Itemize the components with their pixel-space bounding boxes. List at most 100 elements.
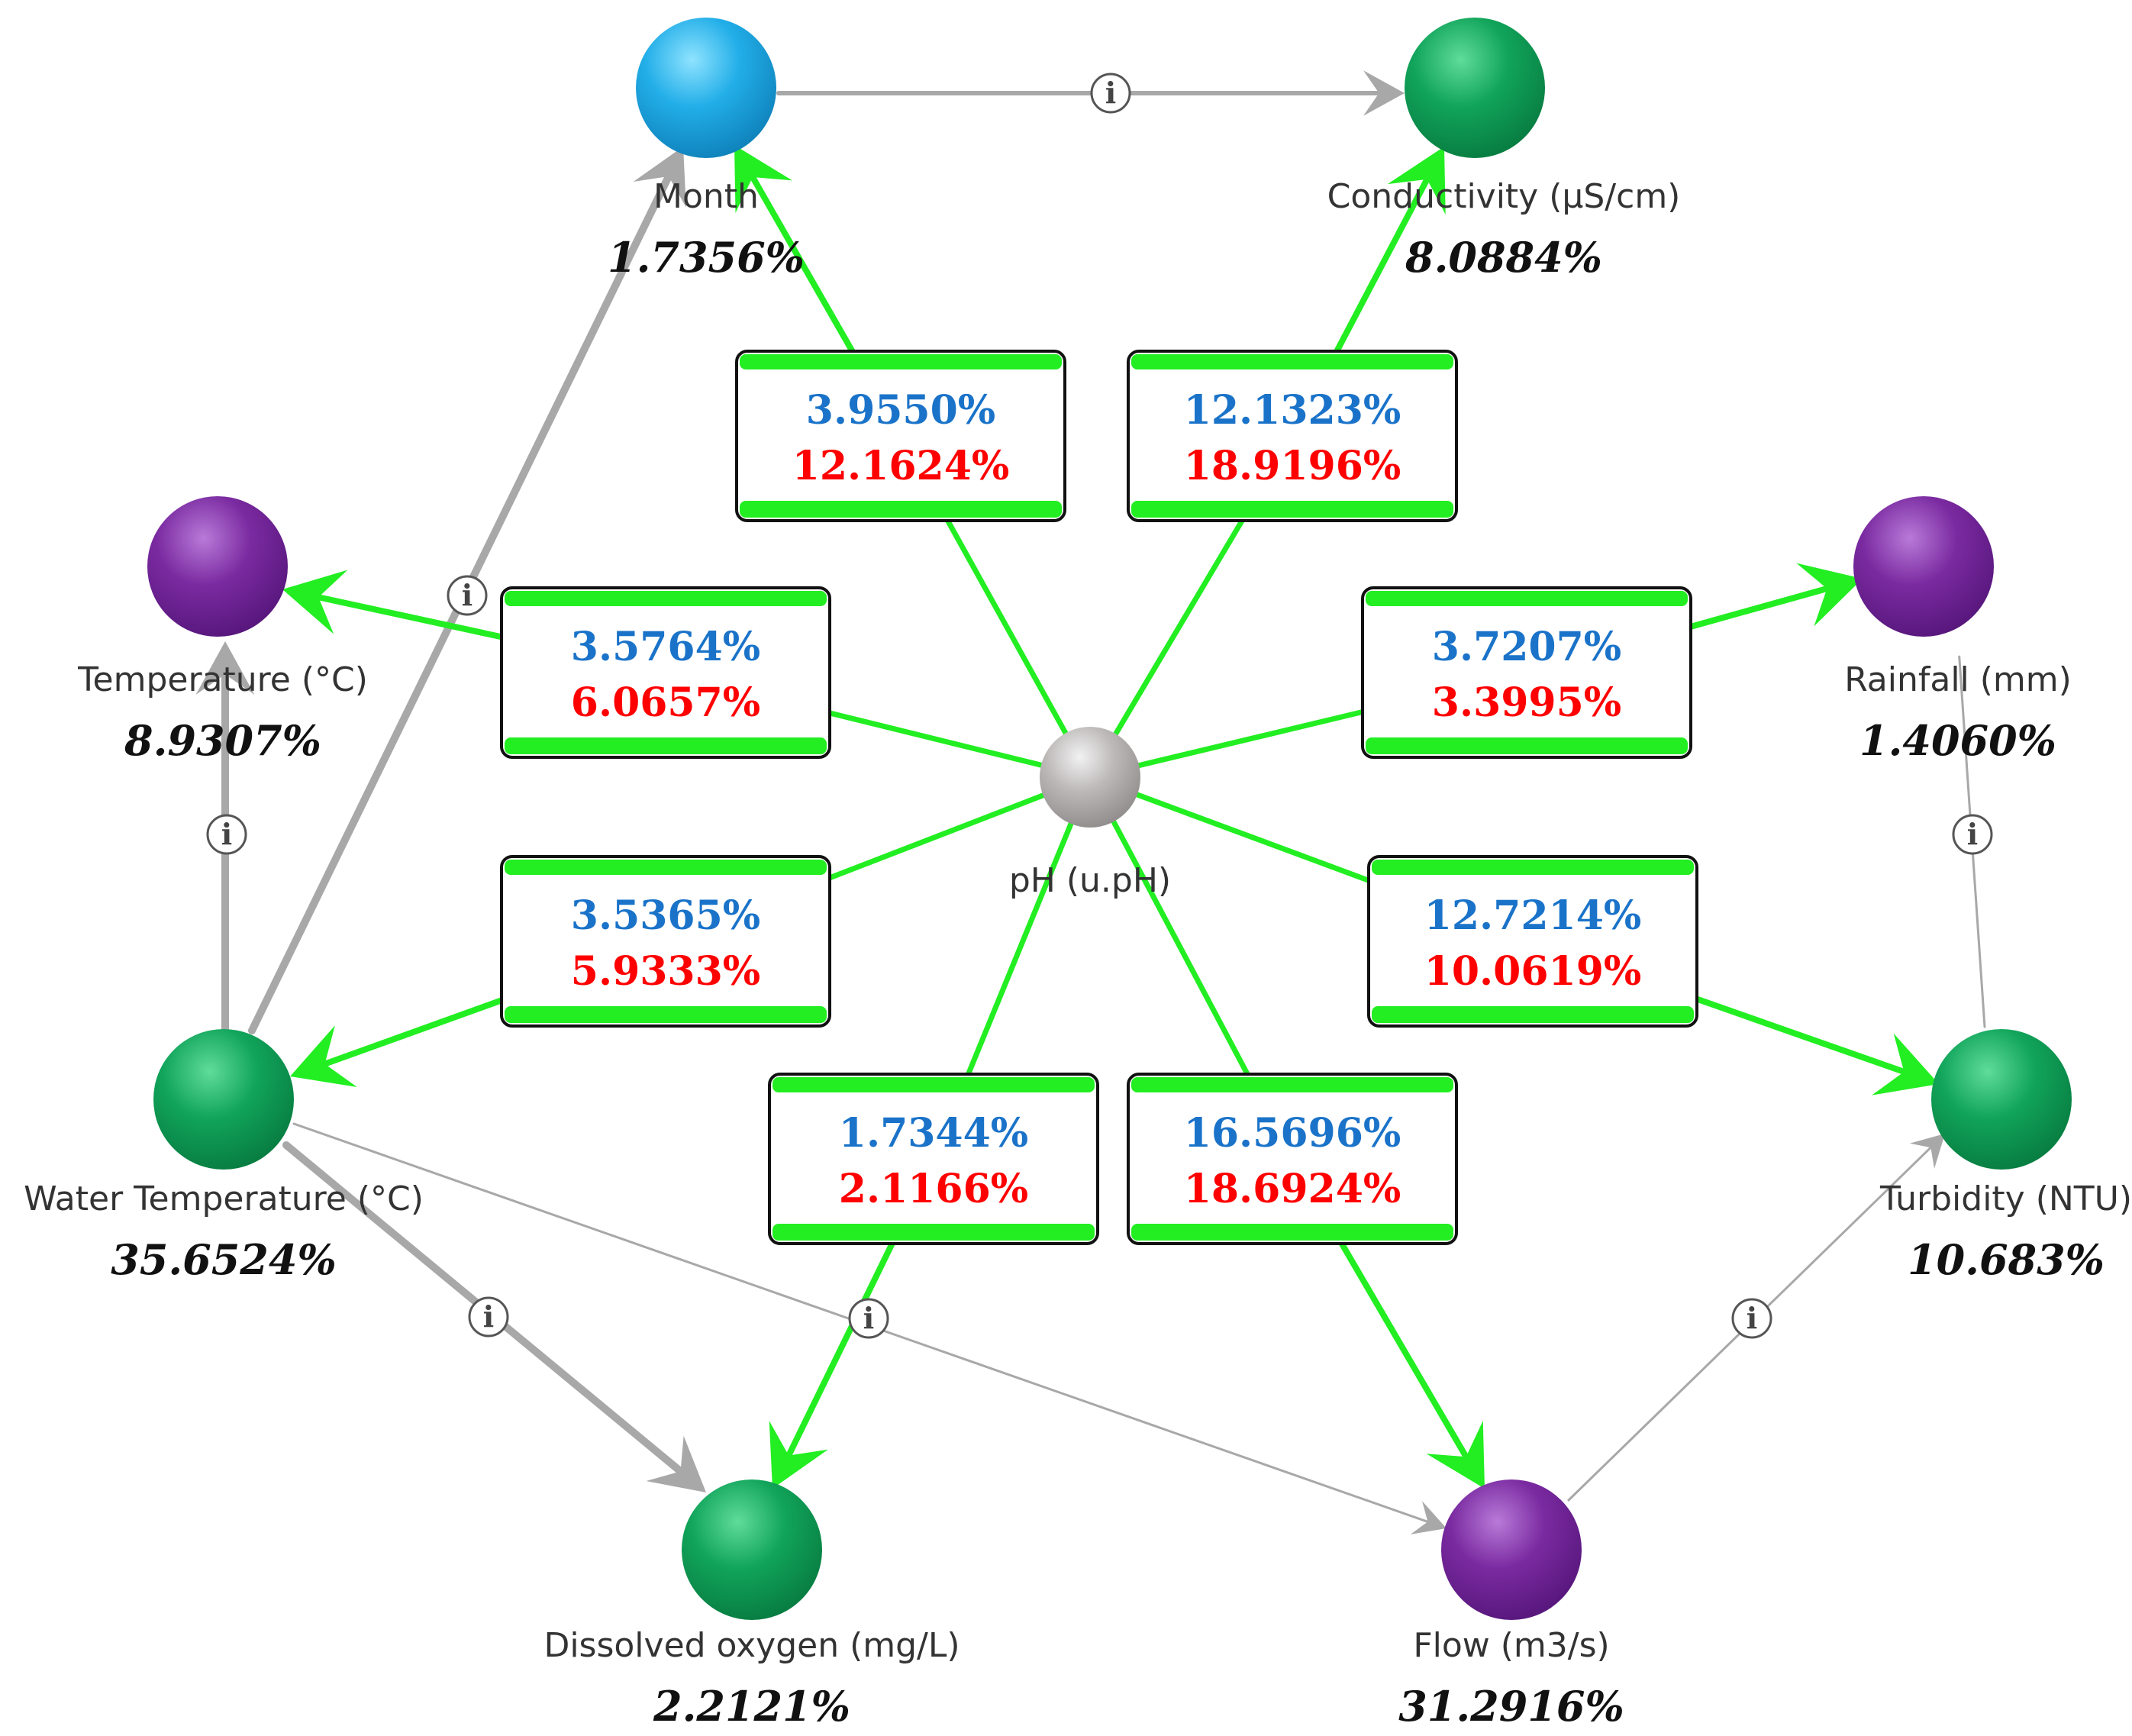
value-box-top-bar [772,1077,1095,1092]
gray-arrowhead [1909,1134,1945,1169]
info-marker-water_temperature-to-temperature[interactable]: i [206,814,247,855]
info-icon[interactable] [468,1296,509,1337]
node-label: Flow (m3/s) [1413,1626,1609,1665]
value-box-red: 10.0619% [1424,948,1642,995]
node-label: Rainfall (mm) [1844,660,2072,699]
info-marker-water_temperature-to-flow[interactable]: i [848,1298,889,1339]
value-box-bottom-bar [740,501,1062,518]
node-flow[interactable]: Flow (m3/s) 31.2916% [1398,1479,1624,1731]
node-rainfall[interactable]: Rainfall (mm) 1.4060% [1844,496,2072,765]
node-circle[interactable] [1853,496,1994,637]
value-box-water-temperature[interactable]: 3.5365% 5.9333% [500,855,831,1028]
gray-arrowhead [1363,70,1405,116]
info-glyph: i [1105,76,1116,110]
node-label: Dissolved oxygen (mg/L) [543,1626,960,1665]
info-glyph: i [221,817,232,851]
value-box-frame [735,350,1066,522]
gray-arrowhead [646,1435,706,1492]
node-temperature[interactable]: Temperature (°C)8.9307% [77,496,368,765]
value-box-red: 12.1624% [792,443,1010,489]
value-box-blue: 3.7207% [1432,624,1621,670]
node-circle[interactable] [1931,1029,2072,1170]
value-boxes-layer: 3.9550% 12.1624% 12.1323%18.9196% 3.5764%6.… [500,350,1698,1245]
info-marker-water_temperature-to-dissolved_oxygen[interactable]: i [468,1296,509,1337]
info-icon[interactable] [1952,814,1993,855]
value-box-bottom-bar [505,1006,827,1023]
value-box-frame [500,586,831,759]
info-icon[interactable] [848,1298,889,1339]
value-box-temperature[interactable]: 3.5764%6.0657% [500,586,831,759]
node-center-circle[interactable] [1040,727,1140,828]
node-value: 1.4060% [1859,716,2056,765]
value-box-red: 5.9333% [571,948,760,995]
value-box-bottom-bar [1131,501,1453,518]
node-water-temperature[interactable]: Water Temperature (°C)35.6524% [24,1029,424,1284]
node-value: 31.2916% [1398,1682,1624,1731]
node-dissolved-oxygen[interactable]: Dissolved oxygen (mg/L)2.2121% [543,1479,960,1731]
value-box-rainfall[interactable]: 3.7207% 3.3995% [1361,586,1692,759]
green-arrowhead [769,1421,828,1489]
value-box-blue: 12.7214% [1424,892,1642,939]
green-arrowhead [1387,147,1446,215]
node-circle[interactable] [147,496,288,637]
value-box-bottom-bar [505,737,827,754]
value-box-top-bar [1372,860,1694,875]
gray-arrowhead [195,641,255,695]
value-box-top-bar [1131,354,1453,369]
gray-arrowhead [633,147,686,208]
value-box-bottom-bar [1372,1006,1694,1023]
value-box-month[interactable]: 3.9550% 12.1624% [735,350,1066,522]
info-marker-turbidity-to-rainfall[interactable]: i [1952,814,1993,855]
node-value: 10.683% [1908,1235,2105,1284]
value-box-frame [1127,350,1458,522]
value-box-conductivity[interactable]: 12.1323%18.9196% [1127,350,1458,522]
node-label: Conductivity (µS/cm) [1327,177,1681,216]
value-box-bottom-bar [1131,1224,1453,1241]
green-arrowhead [1872,1033,1939,1095]
node-turbidity[interactable]: Turbidity (NTU) 10.683% [1879,1029,2132,1284]
value-box-frame [1127,1073,1458,1245]
info-icon[interactable] [447,575,488,616]
node-value: 8.9307% [124,716,321,765]
value-box-red: 18.6924% [1184,1166,1401,1212]
value-box-bottom-bar [1366,737,1688,754]
gray-arrowhead [1410,1501,1447,1534]
value-box-dissolved-oxygen[interactable]: 1.7344% 2.1166% [768,1073,1099,1245]
value-box-frame [768,1073,1099,1245]
green-arrowhead [282,570,348,634]
value-box-turbidity[interactable]: 12.7214% 10.0619% [1367,855,1698,1028]
value-box-blue: 3.5365% [571,892,760,939]
node-value: 35.6524% [111,1235,337,1284]
node-center-label: pH (u.pH) [1009,861,1171,900]
value-box-flow[interactable]: 16.5696% 18.6924% [1127,1073,1458,1245]
node-center[interactable]: pH (u.pH) [1009,727,1171,900]
value-box-red: 3.3995% [1432,679,1621,726]
node-circle[interactable] [682,1479,822,1620]
value-box-frame [500,855,831,1028]
value-box-top-bar [505,860,827,875]
info-glyph: i [462,578,473,612]
node-circle[interactable] [153,1029,294,1170]
info-icon[interactable] [1731,1298,1772,1339]
node-circle[interactable] [1405,18,1545,158]
node-value: 1.7356% [608,233,805,282]
info-icon[interactable] [1090,73,1131,114]
value-box-blue: 16.5696% [1184,1110,1401,1157]
info-marker-flow-to-turbidity[interactable]: i [1731,1298,1772,1339]
value-box-red: 6.0657% [571,679,760,726]
info-icon[interactable] [206,814,247,855]
green-arrowhead [1796,563,1863,627]
value-box-blue: 3.9550% [806,387,995,434]
value-box-blue: 1.7344% [839,1110,1028,1157]
value-box-blue: 12.1323% [1184,387,1401,434]
node-circle[interactable] [1441,1479,1582,1620]
node-circle[interactable] [636,18,776,158]
info-marker-month-to-conductivity[interactable]: i [1090,73,1131,114]
info-marker-water_temperature-to-month[interactable]: i [447,575,488,616]
node-conductivity[interactable]: Conductivity (µS/cm)8.0884% [1327,18,1681,282]
value-box-frame [1367,855,1698,1028]
value-box-red: 2.1166% [839,1166,1028,1212]
node-label: Turbidity (NTU) [1879,1179,2132,1218]
